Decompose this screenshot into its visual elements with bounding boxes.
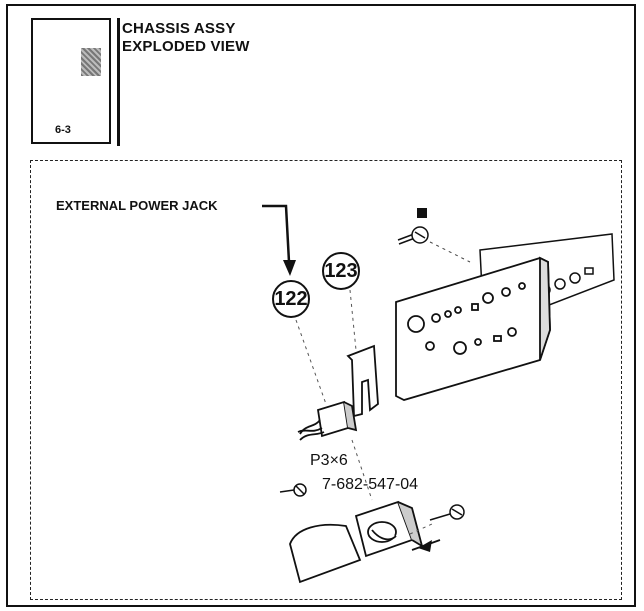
rear-panel: [395, 256, 551, 401]
page-thumbnail: 6-3: [31, 18, 120, 146]
key-square-mark: [417, 208, 427, 218]
page-title: CHASSIS ASSY EXPLODED VIEW: [122, 20, 250, 56]
title-line-2: EXPLODED VIEW: [122, 38, 250, 55]
callout-leader: [262, 204, 291, 263]
leader-arrowhead: [283, 260, 296, 276]
bracket-123: [346, 344, 379, 418]
power-jack-122: [297, 400, 358, 441]
screw-size-label: P3×6: [310, 452, 348, 469]
thumbnail-page-number: 6-3: [55, 124, 71, 136]
page-frame: [6, 4, 636, 607]
title-line-1: CHASSIS ASSY: [122, 20, 236, 37]
screw-small: [279, 483, 307, 497]
chassis-mount: [289, 500, 441, 584]
screw-bottom: [429, 504, 465, 521]
balloon-123: 123: [322, 252, 360, 290]
screw-top: [397, 226, 429, 245]
external-power-jack-label: EXTERNAL POWER JACK: [56, 198, 218, 213]
detail-area: [30, 160, 622, 600]
mount-arrow: [418, 540, 432, 552]
balloon-122: 122: [272, 280, 310, 318]
part-number-label: 7-682-547-04: [322, 476, 419, 493]
thumbnail-highlight: [81, 48, 101, 76]
